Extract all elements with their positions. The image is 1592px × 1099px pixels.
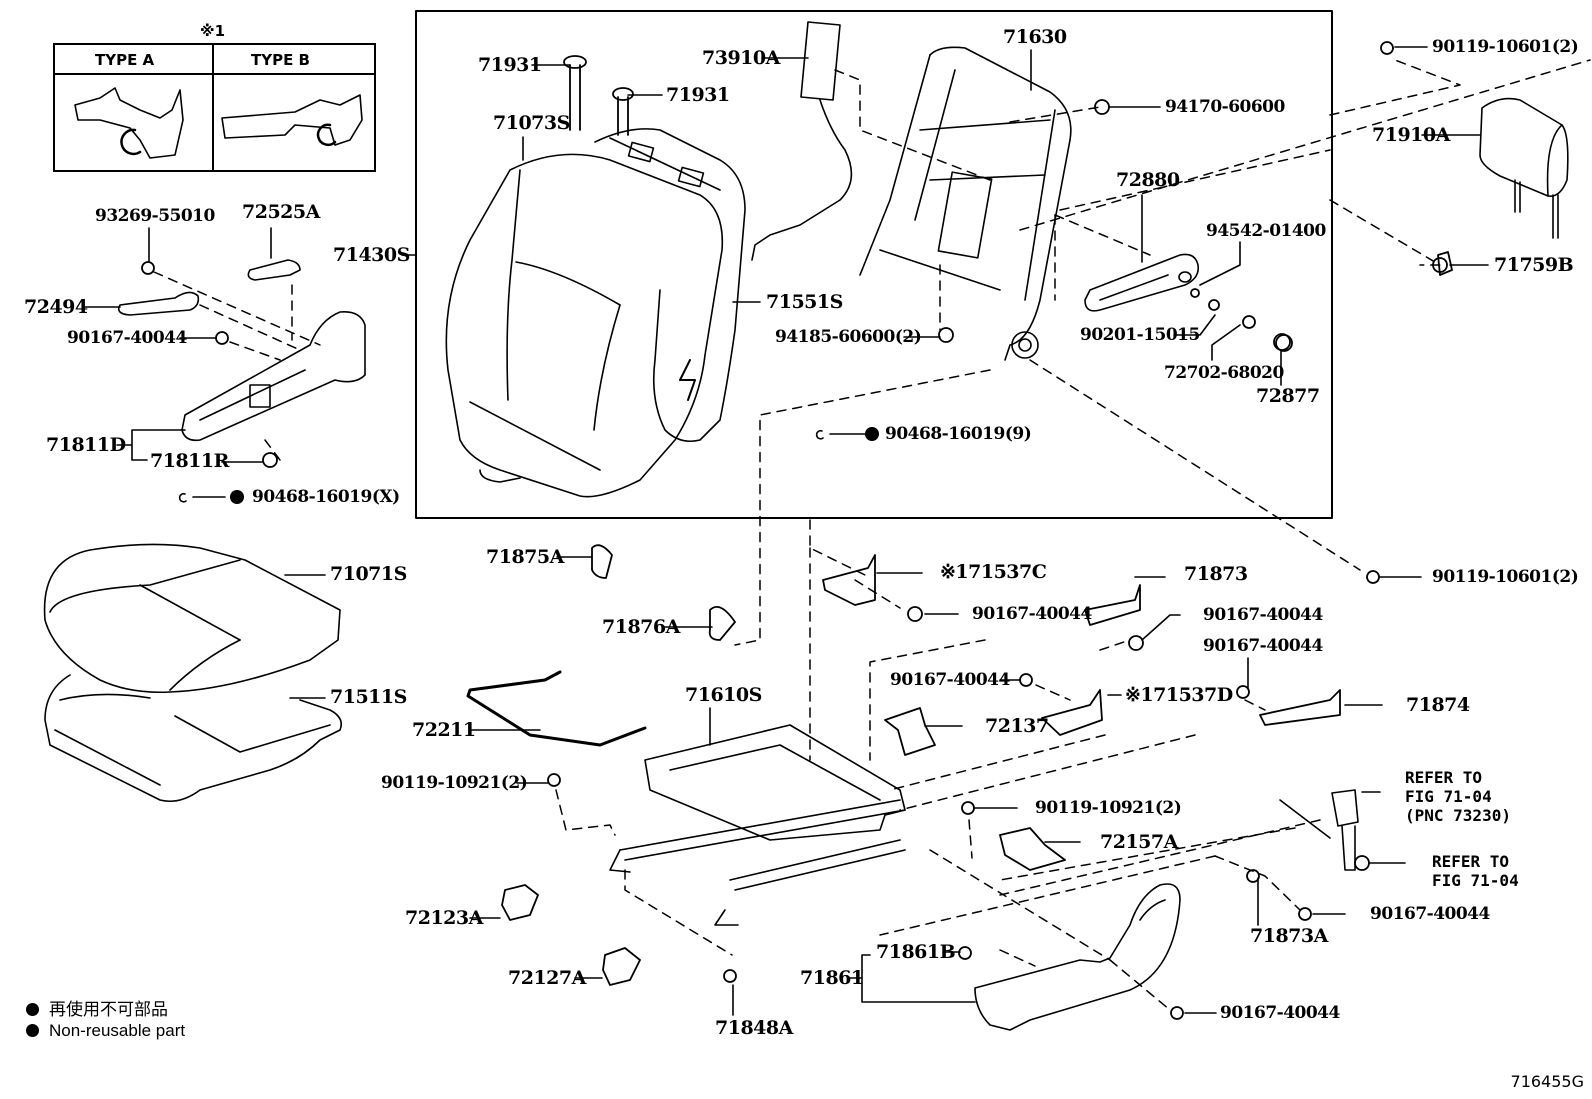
part-label[interactable]: 71861	[800, 967, 864, 989]
part-label[interactable]: 72525A	[242, 201, 320, 223]
knob-72525A	[247, 259, 301, 281]
part-label[interactable]: 71630	[1003, 26, 1067, 48]
part-label[interactable]: 71811R	[150, 450, 229, 472]
seatback-pad-71551S	[594, 128, 746, 443]
part-label[interactable]: 72880	[1116, 169, 1180, 191]
part-label[interactable]: 72137	[985, 715, 1049, 737]
part-label[interactable]: 71430S	[333, 244, 410, 266]
filled-circle-icon	[26, 1003, 39, 1016]
part-label[interactable]: 71874	[1406, 694, 1470, 716]
assembly-dashed-lines	[153, 59, 1591, 1011]
ref-line: REFER TO	[1405, 768, 1483, 787]
part-label[interactable]: 90167-40044	[890, 670, 1010, 690]
part-label[interactable]: 90119-10921(2)	[1035, 798, 1182, 818]
side-airbag-73910A	[751, 21, 853, 261]
part-label[interactable]: 94170-60600	[1165, 97, 1285, 117]
part-label[interactable]: 90167-40044	[1220, 1003, 1340, 1023]
legend-text: 再使用不可部品	[49, 1000, 168, 1019]
part-label[interactable]: 90119-10601(2)	[1432, 567, 1579, 587]
non-reusable-markers	[178, 427, 879, 504]
seat-adjuster-71610S	[609, 724, 906, 926]
type-variant-table: TYPE A TYPE B	[53, 43, 376, 172]
part-label[interactable]: 72702-68020	[1164, 363, 1284, 383]
refer-to-belt-label[interactable]: REFER TO FIG 71-04 (PNC 73230)	[1405, 768, 1511, 825]
part-label[interactable]: 90119-10921(2)	[381, 773, 528, 793]
part-label[interactable]: 71551S	[766, 291, 843, 313]
ref-line: REFER TO	[1432, 852, 1510, 871]
part-label[interactable]: ※171537D	[1125, 684, 1233, 706]
seat-cushion-cover-71071S	[43, 543, 341, 694]
part-label[interactable]: 71759B	[1494, 254, 1574, 276]
part-label[interactable]: 90119-10601(2)	[1432, 37, 1579, 57]
part-label[interactable]: 71071S	[330, 563, 407, 585]
part-label[interactable]: 90167-40044	[1370, 904, 1490, 924]
part-label[interactable]: 72127A	[508, 967, 586, 989]
ref-line: FIG 71-04	[1432, 871, 1519, 890]
seatback-cover-71073S	[445, 153, 724, 498]
part-label[interactable]: 90167-40044	[67, 328, 187, 348]
part-label[interactable]: ※171537C	[940, 561, 1047, 583]
figure-number: 716455G	[1510, 1072, 1584, 1091]
wire-72211	[466, 670, 647, 747]
part-label[interactable]: 73910A	[702, 47, 780, 69]
part-label[interactable]: 72211	[412, 719, 476, 741]
part-label[interactable]: 90468-16019(X)	[252, 487, 400, 507]
part-label[interactable]: 90167-40044	[972, 604, 1092, 624]
type-a-header: TYPE A	[95, 51, 155, 69]
part-label[interactable]: 72157A	[1100, 831, 1178, 853]
seatback-frame-71630	[859, 46, 1072, 361]
part-label[interactable]: 93269-55010	[95, 206, 215, 226]
refer-to-nut-label[interactable]: REFER TO FIG 71-04	[1432, 852, 1519, 890]
part-label[interactable]: 71931	[478, 54, 542, 76]
part-label[interactable]: 71873A	[1250, 925, 1328, 947]
part-label[interactable]: 71931	[666, 84, 730, 106]
part-label[interactable]: 71873	[1184, 563, 1248, 585]
part-label[interactable]: 71610S	[685, 684, 762, 706]
part-label[interactable]: 71875A	[486, 546, 564, 568]
part-label[interactable]: 90201-15015	[1080, 325, 1200, 345]
type-table-divider	[212, 45, 214, 170]
armrest-72880	[1084, 253, 1200, 312]
part-label[interactable]: 71861B	[876, 941, 956, 963]
part-label[interactable]: 72494	[24, 296, 88, 318]
legend-item-jp: 再使用不可部品	[26, 995, 168, 1020]
part-label[interactable]: 90167-40044	[1203, 605, 1323, 625]
ref-line: (PNC 73230)	[1405, 806, 1511, 825]
seat-belt-buckle	[1279, 789, 1359, 871]
seatback-group-box	[415, 10, 1333, 519]
part-label[interactable]: 71876A	[602, 616, 680, 638]
legend-item-en: Non-reusable part	[26, 1021, 185, 1041]
side-shield-71811D	[181, 310, 366, 442]
part-label[interactable]: 72123A	[405, 907, 483, 929]
inner-shield-71861	[974, 883, 1181, 1031]
ref-line: FIG 71-04	[1405, 787, 1492, 806]
part-label[interactable]: 71511S	[330, 686, 407, 708]
type-a-drawing	[74, 87, 184, 159]
type-b-header: TYPE B	[251, 51, 310, 69]
part-label[interactable]: 90468-16019(9)	[885, 424, 1032, 444]
part-label[interactable]: 72877	[1256, 385, 1320, 407]
part-label[interactable]: 71910A	[1372, 124, 1450, 146]
part-label[interactable]: 71848A	[715, 1017, 793, 1039]
part-label[interactable]: 71073S	[493, 112, 570, 134]
legend-text: Non-reusable part	[49, 1021, 186, 1040]
type-b-drawing	[221, 94, 363, 147]
part-label[interactable]: 90167-40044	[1203, 636, 1323, 656]
part-label[interactable]: 94185-60600(2)	[775, 327, 922, 347]
seat-cushion-pad-71511S	[44, 674, 343, 803]
leader-lines	[84, 46, 1489, 1016]
knob-72494	[117, 291, 200, 316]
type-table-header	[55, 45, 374, 75]
headrest-71910A	[1479, 97, 1569, 239]
part-label[interactable]: 71811D	[46, 434, 126, 456]
part-label[interactable]: 94542-01400	[1206, 221, 1326, 241]
fastener-shapes	[141, 41, 1453, 1020]
note-mark-1: ※1	[200, 22, 226, 40]
filled-circle-icon	[26, 1024, 39, 1037]
